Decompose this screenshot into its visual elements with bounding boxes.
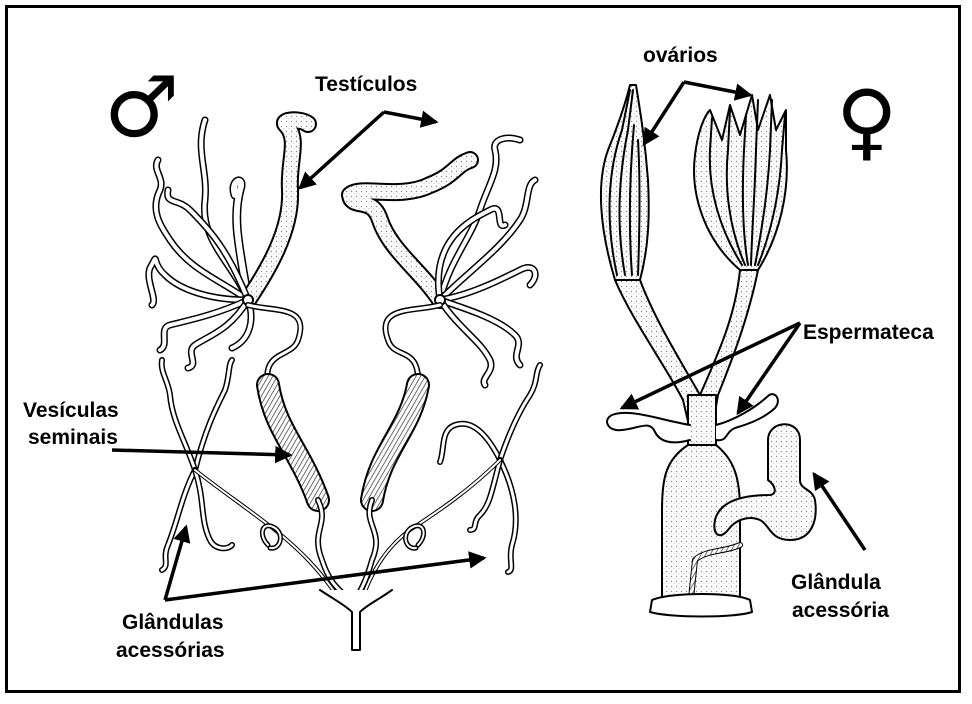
genital-opening: [650, 594, 752, 617]
left-testis: [149, 120, 308, 368]
left-ovary: [601, 85, 649, 280]
label-glandula-line2: acessória: [792, 598, 889, 623]
arrow-glandula-acessoria: [814, 474, 865, 550]
label-glandulas-line1: Glândulas: [122, 610, 224, 635]
label-testiculos: Testículos: [315, 72, 417, 97]
arrow-ovarios-left: [644, 82, 684, 144]
right-vas-deferens: [385, 305, 440, 385]
label-espermateca: Espermateca: [803, 320, 934, 345]
right-testis: [350, 138, 535, 385]
label-glandulas-line2: acessórias: [116, 638, 225, 663]
right-accessory-gland: [362, 365, 540, 600]
left-vas-deferens: [248, 305, 300, 385]
right-ovary: [694, 95, 787, 270]
common-oviduct: [688, 395, 716, 445]
spermatheca-left: [607, 413, 690, 443]
female-symbol: ♀: [836, 76, 898, 166]
label-vesiculas-line2: seminais: [28, 425, 118, 450]
male-symbol: ♂: [104, 62, 179, 152]
label-ovarios: ovários: [643, 43, 718, 68]
arrow-testiculos-right: [384, 112, 436, 122]
ejaculatory-duct: [320, 590, 392, 650]
female-reproductive-system: [601, 85, 816, 617]
male-reproductive-system: [149, 120, 540, 650]
arrow-ovarios-right: [684, 82, 750, 95]
label-vesiculas-line1: Vesículas: [23, 398, 119, 423]
arrow-vesiculas: [112, 450, 290, 455]
label-glandula-line1: Glândula: [791, 570, 881, 595]
